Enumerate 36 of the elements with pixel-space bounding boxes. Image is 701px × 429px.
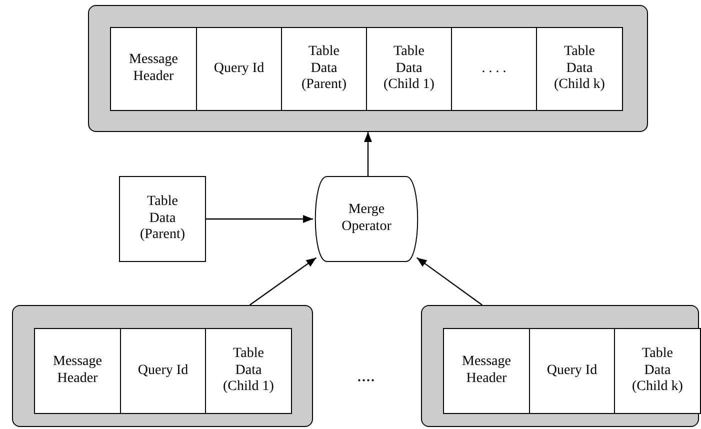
data-box: [119, 176, 206, 262]
field-cell: [281, 27, 367, 111]
field-cell: [366, 27, 452, 111]
arrow: [364, 132, 372, 176]
field-cell: [120, 328, 206, 414]
message-frame: [88, 5, 648, 132]
merge-operator: [313, 176, 420, 262]
node-text: Table Data (Parent): [138, 194, 186, 244]
message-frame: [12, 305, 313, 427]
node-text: Query Id: [138, 362, 188, 380]
field-cell: [205, 328, 292, 414]
field-cell: [196, 27, 282, 111]
node-text: Query Id: [214, 60, 264, 78]
field-cell: [34, 328, 121, 414]
field-cell: [110, 27, 197, 111]
ellipsis-label: ....: [356, 364, 376, 387]
arrow: [206, 215, 313, 223]
field-cell: [529, 328, 615, 414]
node-text: . . . .: [482, 60, 506, 78]
field-cell: [536, 27, 623, 111]
node-text: Table Data (Parent): [300, 44, 348, 94]
node-text: Table Data (Child 1): [222, 346, 275, 396]
node-text: Table Data (Child k): [553, 44, 606, 94]
node-text: Table Data (Child k): [631, 346, 684, 396]
node-text: Message Header: [461, 354, 512, 388]
arrow: [249, 257, 317, 306]
arrow: [416, 257, 483, 306]
field-cell: [451, 27, 537, 111]
field-cell: [443, 328, 530, 414]
node-text: Message Header: [128, 52, 179, 86]
node-text: Merge Operator: [340, 202, 392, 236]
field-cell: [614, 328, 701, 414]
node-text: Query Id: [546, 362, 598, 380]
node-text: Table Data (Child 1): [382, 44, 436, 94]
node-text: Message Header: [52, 354, 103, 388]
message-frame: [421, 305, 699, 427]
